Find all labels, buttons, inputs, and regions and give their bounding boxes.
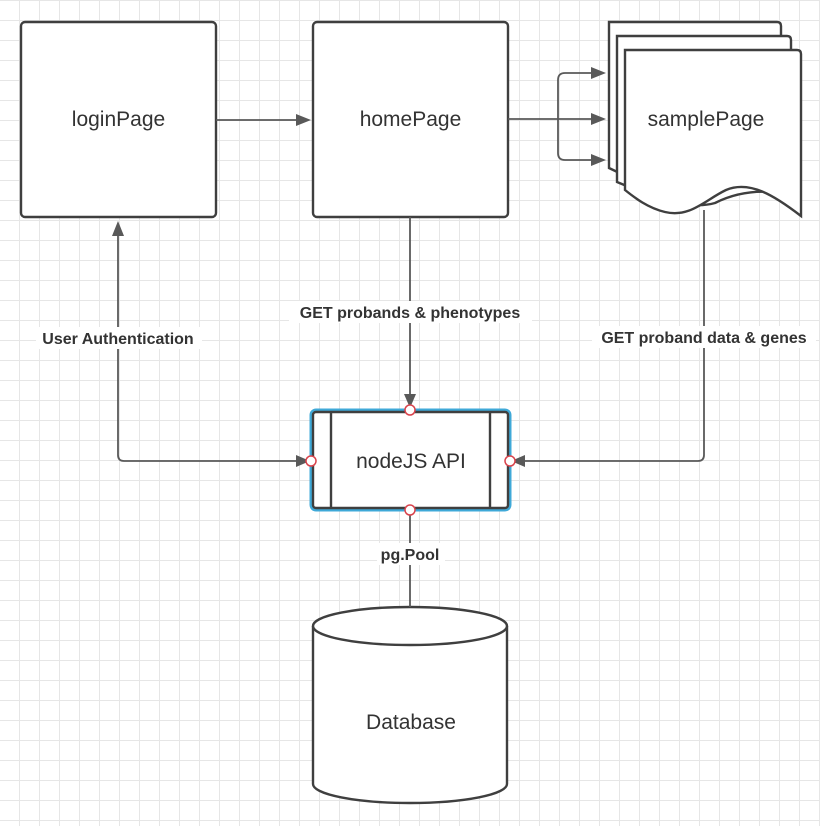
edge-login-to-home[interactable] (216, 114, 311, 126)
edge-label-bg (377, 543, 445, 565)
sample-page-sheet-front[interactable] (623, 48, 803, 219)
edge-sample-to-api[interactable] (511, 210, 705, 467)
home-page-node[interactable]: homePage (311, 20, 510, 219)
database-top (311, 605, 509, 647)
database-body[interactable] (311, 626, 509, 805)
edge-home-to-sample[interactable] (508, 67, 606, 166)
edge-home-to-sample-lower[interactable] (557, 119, 592, 161)
sample-page-label: samplePage (648, 108, 765, 131)
edge-label-user-authentication: User Authentication (42, 331, 193, 348)
api-label: nodeJS API (356, 450, 466, 473)
login-page-label: loginPage (72, 108, 165, 131)
database-node[interactable]: Database (311, 605, 509, 805)
arrowhead-icon (296, 114, 311, 126)
api-port-bottom[interactable] (404, 504, 416, 516)
arrowhead-icon (511, 455, 525, 467)
edge-auth-line[interactable] (117, 236, 297, 462)
sample-page-node[interactable]: samplePage (607, 20, 803, 219)
api-port-top[interactable] (404, 404, 416, 416)
edge-label-bg (289, 301, 532, 323)
login-page-node[interactable]: loginPage (19, 20, 218, 219)
api-node[interactable]: nodeJS API (309, 408, 512, 512)
arrowhead-icon (591, 67, 606, 79)
edge-label-get-proband-data: GET proband data & genes (601, 330, 806, 347)
edge-sample-to-api-line[interactable] (524, 210, 705, 462)
edge-auth[interactable] (112, 221, 310, 467)
database-label: Database (366, 711, 456, 734)
edge-label-pg-pool: pg.Pool (381, 547, 440, 564)
arrowhead-icon (591, 113, 606, 125)
arrowhead-icon (404, 394, 416, 408)
home-page-label: homePage (360, 108, 462, 131)
api-port-right[interactable] (504, 455, 516, 467)
edge-label-bg (36, 327, 202, 349)
api-port-left[interactable] (305, 455, 317, 467)
edge-label-bg (592, 326, 816, 348)
arrowhead-icon (112, 221, 124, 236)
arrowhead-icon (296, 455, 310, 467)
edge-label-get-probands: GET probands & phenotypes (300, 305, 521, 322)
arrowhead-icon (591, 154, 606, 166)
edge-home-to-sample-upper[interactable] (557, 72, 592, 119)
